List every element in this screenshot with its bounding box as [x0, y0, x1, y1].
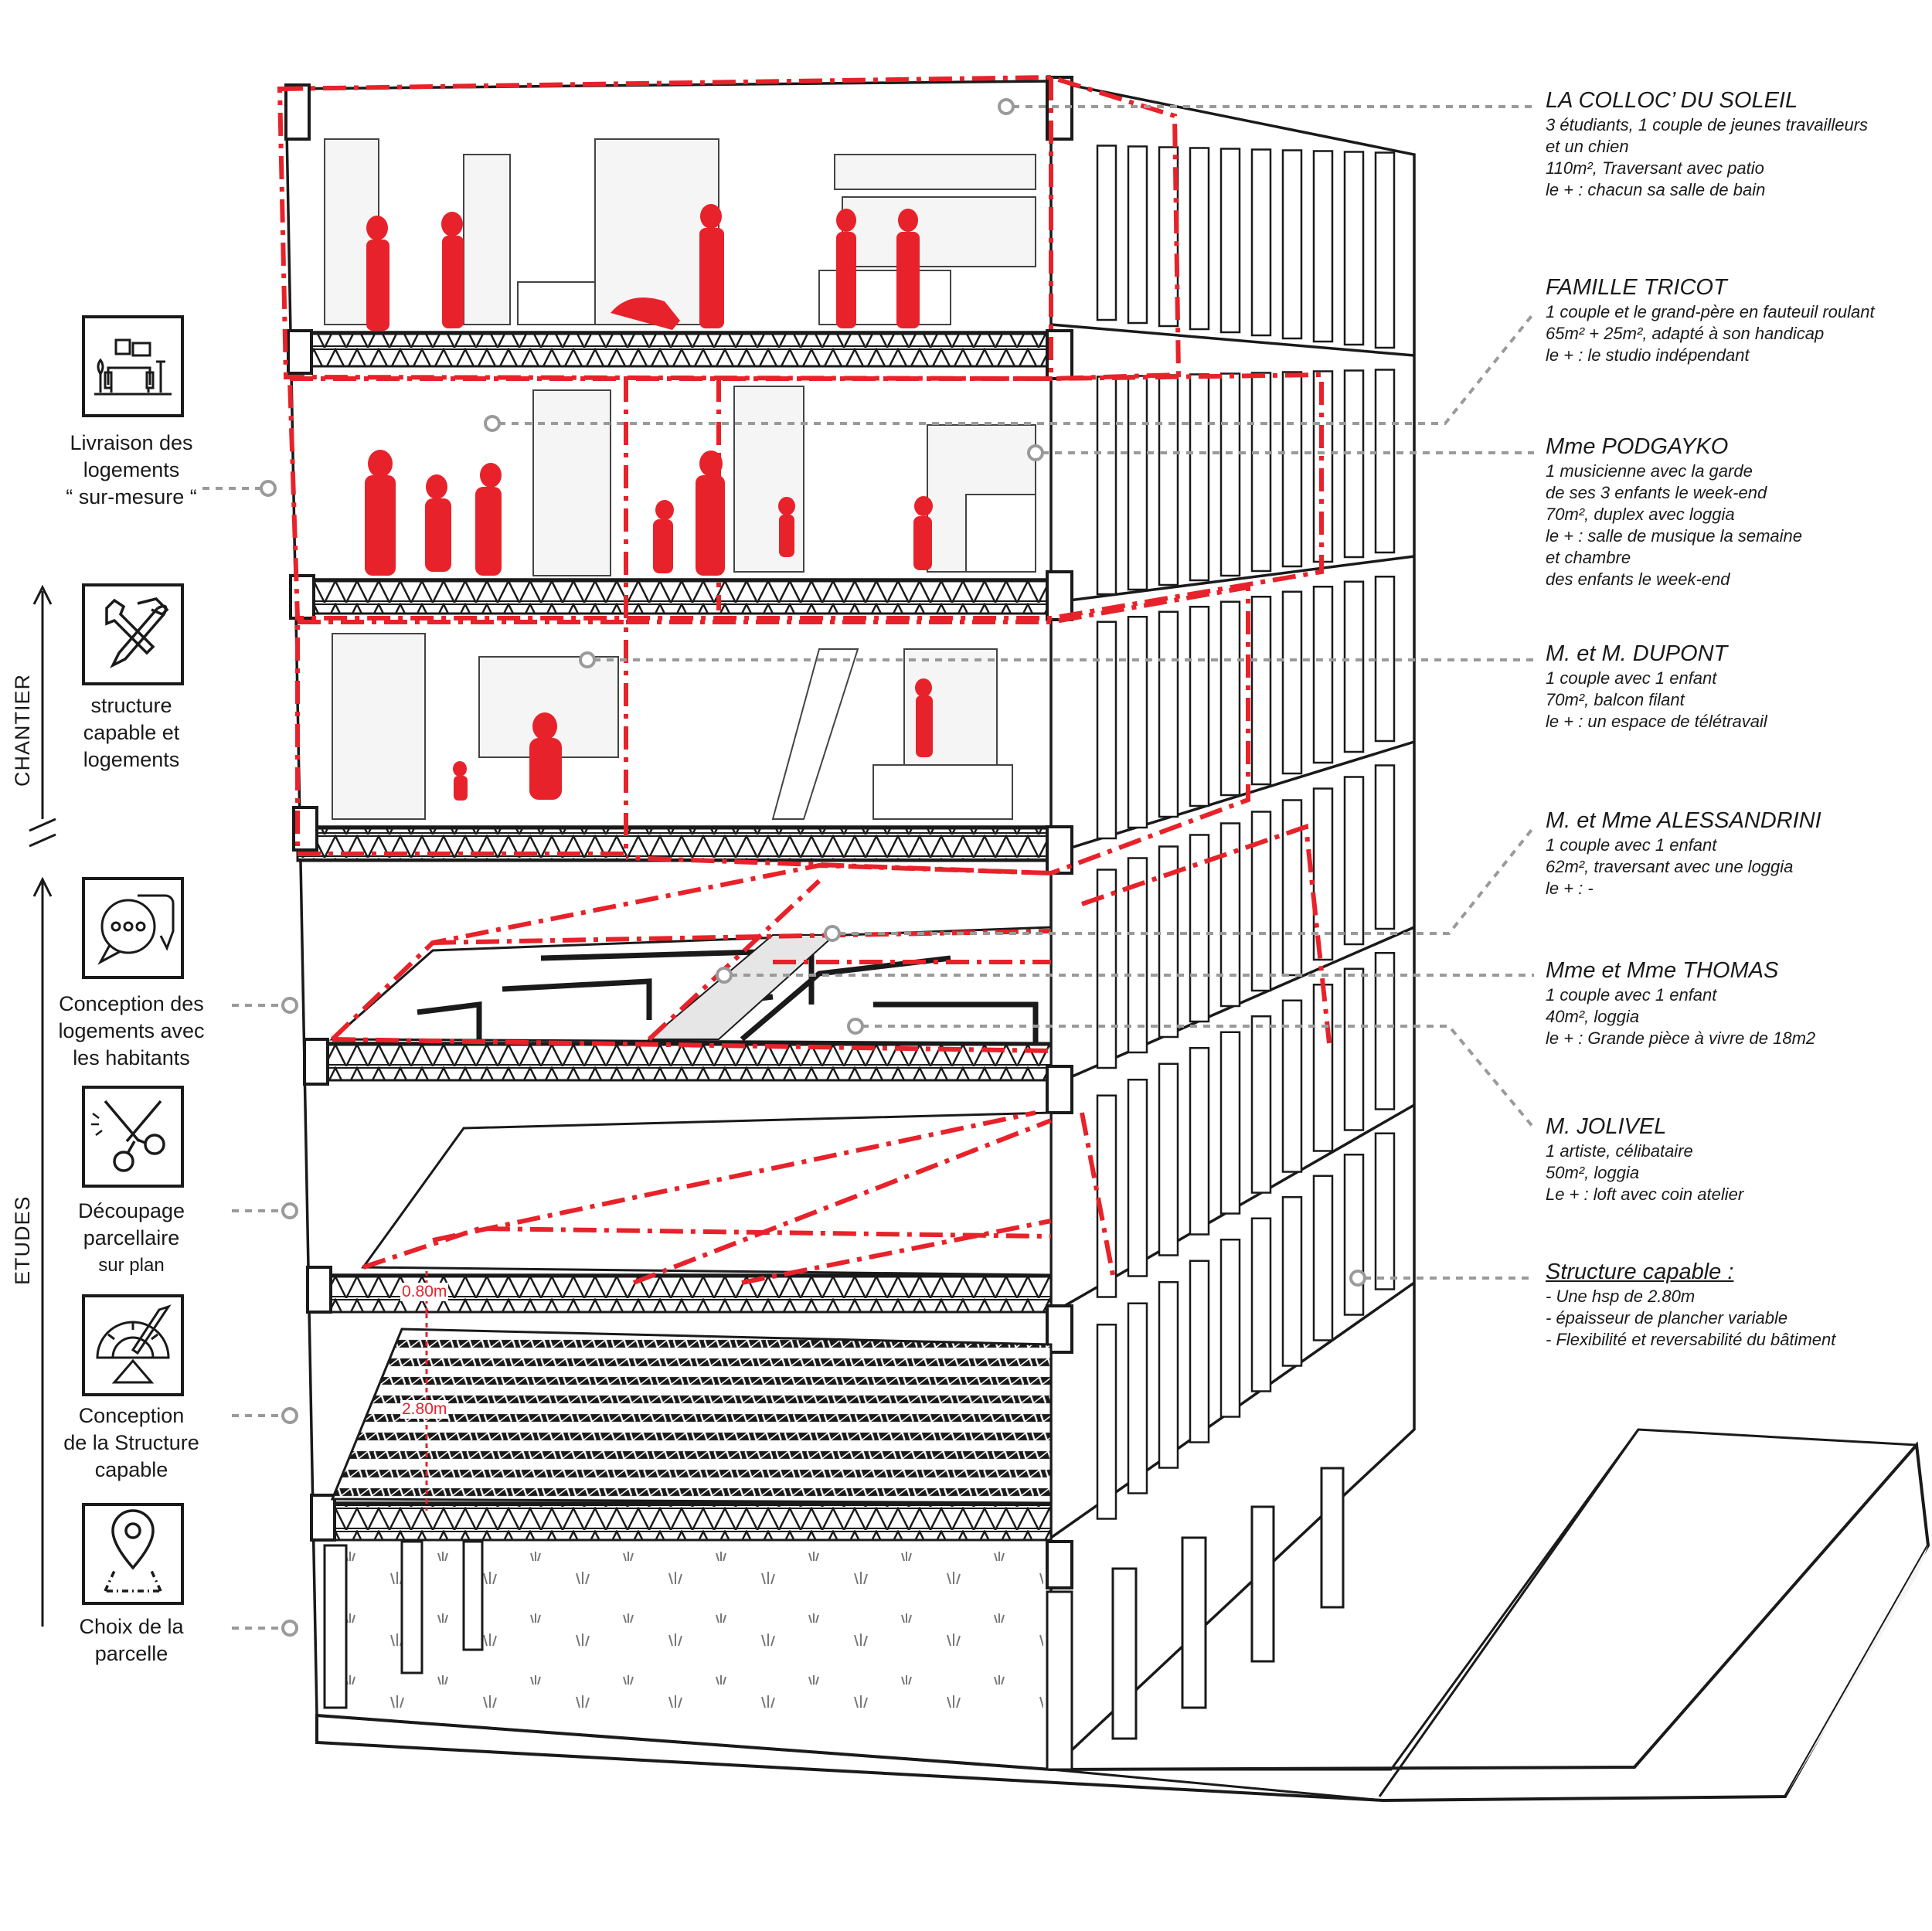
- facade-mullion: [1158, 845, 1179, 1039]
- facade-mullion: [1312, 150, 1334, 343]
- facade-mullion: [1250, 1217, 1272, 1392]
- scissors-icon: [91, 1100, 165, 1172]
- facade-mullion: [1374, 952, 1396, 1110]
- open-plan-floors: [329, 926, 1053, 1504]
- step-label-co-design: Conception des logements avec les habita…: [58, 992, 205, 1069]
- facade-mullion: [1096, 620, 1117, 840]
- facade-mullion: [1343, 151, 1365, 346]
- facade-mullion: [1374, 764, 1396, 930]
- facade-mullion: [1219, 372, 1241, 577]
- facade-mullion: [1250, 372, 1272, 573]
- step-label-plot-choice: Choix de la parcelle: [79, 1615, 184, 1665]
- map-pin-icon: [104, 1509, 162, 1593]
- facade-mullion: [1219, 1239, 1241, 1418]
- facade-mullion: [1374, 151, 1396, 349]
- facade-mullion: [1096, 869, 1117, 1069]
- facade-mullion: [1343, 967, 1365, 1131]
- timeline-axis: [29, 584, 56, 1627]
- facade-mullion: [1127, 616, 1148, 829]
- facade-mullion: [1189, 1047, 1210, 1236]
- facade-mullion: [1158, 1281, 1179, 1469]
- structure-capable-note: Structure capable : - Une hsp de 2.80m -…: [1546, 1260, 1836, 1349]
- facade-mullion: [1158, 1062, 1179, 1256]
- facade-mullion: [1219, 148, 1241, 334]
- facade-mullion: [1281, 590, 1303, 775]
- facade-mullion: [1158, 610, 1179, 818]
- facade-mullion: [1096, 144, 1117, 321]
- leader-lines: [202, 105, 1536, 1630]
- facade-mullion: [1343, 580, 1365, 753]
- facade-mullion: [1219, 600, 1241, 797]
- unit-jolivel: M. JOLIVEL 1 artiste, célibataire 50m², …: [1546, 1114, 1744, 1204]
- facade-mullion: [1127, 857, 1148, 1054]
- leader-endpoints: [260, 98, 1366, 1637]
- protractor-icon: [96, 1304, 172, 1384]
- facade-mullion: [1189, 373, 1210, 582]
- facade-mullion: [1189, 606, 1210, 807]
- facade-mullion: [1250, 811, 1272, 992]
- step-label-delivery: Livraison des logements “ sur-mesure “: [66, 431, 197, 508]
- living-room-icon: [94, 338, 172, 396]
- tools-icon: [105, 597, 169, 668]
- facade-mullion: [1312, 787, 1334, 961]
- facade-mullion: [1343, 369, 1365, 559]
- unit-dupont: M. et M. DUPONT 1 couple avec 1 enfant 7…: [1546, 641, 1767, 731]
- facade-mullion: [1281, 999, 1303, 1173]
- facade-mullion: [1312, 586, 1334, 764]
- resident-silhouettes: [365, 204, 933, 801]
- ceiling-height-label: 2.80m: [400, 1400, 449, 1419]
- step-label-structure-design: Conception de la Structure capable: [63, 1404, 199, 1481]
- facade-mullion: [1281, 1196, 1303, 1367]
- facade-mullion: [1127, 145, 1148, 325]
- facade-mullion: [1343, 1154, 1365, 1316]
- facade-mullion: [1189, 147, 1210, 331]
- unit-boundaries: [277, 74, 1332, 1285]
- facade-mullion: [1096, 376, 1117, 596]
- facade-mullion: [1281, 371, 1303, 568]
- interior-furnishings: [324, 138, 1036, 820]
- facade-mullions: [1096, 144, 1396, 1520]
- facade-mullion: [1250, 148, 1272, 337]
- step-label-construction: structure capable et logements: [83, 694, 180, 771]
- speech-bubbles-icon: [97, 894, 175, 965]
- unit-podgayko: Mme PODGAYKO 1 musicienne avec la garde …: [1546, 434, 1803, 589]
- unit-famille-tricot: FAMILLE TRICOT 1 couple et le grand-père…: [1546, 275, 1875, 365]
- floor-thickness-label: 0.80m: [400, 1283, 449, 1301]
- facade-mullion: [1127, 1079, 1148, 1277]
- facade-mullion: [1374, 369, 1396, 554]
- floor-trusses: [288, 332, 1053, 1542]
- facade-mullion: [1312, 984, 1334, 1152]
- step-label-subdivision: Découpage parcellaire sur plan: [77, 1199, 185, 1276]
- facade-mullion: [1374, 1132, 1396, 1290]
- step-icon-frames: [82, 315, 184, 1605]
- unit-alessandrini: M. et Mme ALESSANDRINI 1 couple avec 1 e…: [1546, 808, 1821, 898]
- facade-mullion: [1343, 776, 1365, 946]
- facade-mullion: [1250, 1015, 1272, 1194]
- facade-mullion: [1312, 1175, 1334, 1341]
- facade-mullion: [1189, 1260, 1210, 1443]
- facade-mullion: [1127, 1302, 1148, 1494]
- ground-floor-pillars: [323, 1467, 1345, 1771]
- facade-mullion: [1096, 1324, 1117, 1520]
- facade-mullion: [1219, 1031, 1241, 1215]
- facade-mullion: [1281, 799, 1303, 977]
- facade-mullion: [1158, 374, 1179, 586]
- facade-mullion: [1096, 1094, 1117, 1298]
- unit-colloc-du-soleil: LA COLLOC’ DU SOLEIL 3 étudiants, 1 coup…: [1546, 88, 1869, 199]
- facade-mullion: [1281, 149, 1303, 340]
- unit-thomas: Mme et Mme THOMAS 1 couple avec 1 enfant…: [1546, 958, 1816, 1048]
- facade-mullion: [1250, 596, 1272, 786]
- facade-mullion: [1127, 375, 1148, 591]
